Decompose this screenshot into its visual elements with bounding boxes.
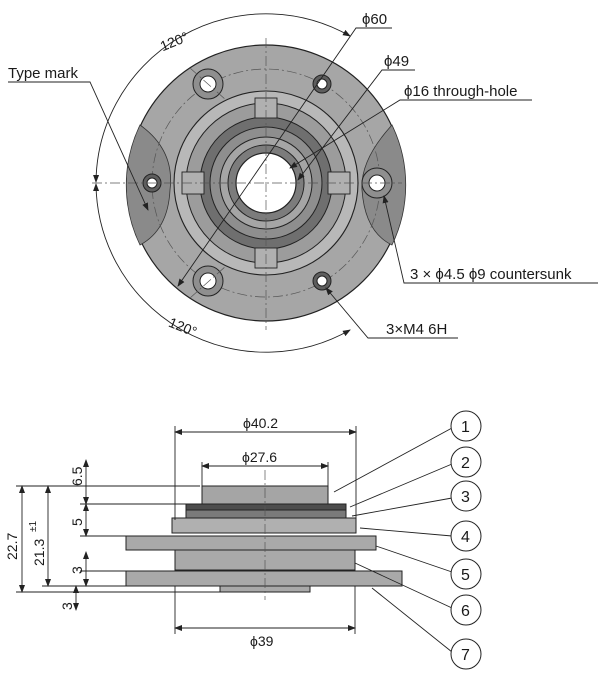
angle-arc-bottom (93, 183, 351, 353)
dim-3a-label: 3 (69, 566, 85, 574)
leader-type-mark (8, 81, 149, 211)
leader-tapped (325, 287, 458, 339)
dia39-label: ϕ39 (250, 633, 274, 649)
angle-arc-top (93, 13, 351, 183)
dia40-2-label: ϕ40.2 (243, 415, 278, 431)
angle-top-label: 120° (158, 28, 191, 54)
dim-5-label: 5 (69, 518, 85, 526)
svg-text:3: 3 (461, 489, 470, 506)
leader-dia49 (297, 69, 415, 181)
part-upper-flange (125, 535, 377, 551)
angle-bottom-label: 120° (166, 314, 199, 340)
callout-7: 7 (371, 587, 482, 670)
svg-text:6: 6 (461, 603, 470, 620)
dia27-6-label: ϕ27.6 (242, 449, 277, 465)
top-view: Type mark 120° 120° ϕ60 ϕ49 ϕ16 through-… (8, 11, 598, 353)
svg-text:1: 1 (461, 419, 470, 436)
type-mark-label: Type mark (8, 65, 79, 82)
svg-text:2: 2 (461, 455, 470, 472)
svg-text:5: 5 (461, 567, 470, 584)
dim-22-7-label: 22.7 (4, 533, 20, 560)
leader-dia60 (177, 27, 392, 287)
callout-5: 5 (375, 545, 482, 590)
leader-countersunk (382, 195, 598, 284)
callout-1: 1 (333, 410, 482, 493)
svg-text:4: 4 (461, 529, 470, 546)
callout-4: 4 (359, 520, 482, 552)
callout-2: 2 (349, 446, 482, 508)
dia60-label: ϕ60 (362, 11, 387, 28)
through-hole-label: ϕ16 through-hole (404, 83, 517, 100)
part-lower-flange (125, 570, 403, 587)
callout-3: 3 (351, 480, 482, 517)
tapped-label: 3×M4 6H (386, 321, 447, 338)
countersunk-label: 3 × ϕ4.5 ϕ9 countersunk (410, 266, 572, 283)
dia49-label: ϕ49 (384, 53, 409, 70)
center-line-hole1 (189, 67, 227, 101)
part-plate (171, 517, 357, 534)
dim-6-5-label: 6.5 (69, 466, 85, 486)
side-view: ϕ40.2 ϕ27.6 ϕ39 22.7 21.3 ±1 6.5 5 3 3 (4, 410, 482, 670)
leader-through-hole (289, 99, 532, 169)
dim-21-3-tol: ±1 (28, 521, 39, 532)
dim-3b-label: 3 (59, 602, 75, 610)
tapped-hole-2 (312, 271, 332, 291)
dim-21-3-label: 21.3 (31, 539, 47, 566)
center-line-hole2 (189, 265, 227, 299)
part-ring (185, 509, 347, 519)
callout-6: 6 (354, 562, 482, 626)
svg-text:7: 7 (461, 647, 470, 664)
